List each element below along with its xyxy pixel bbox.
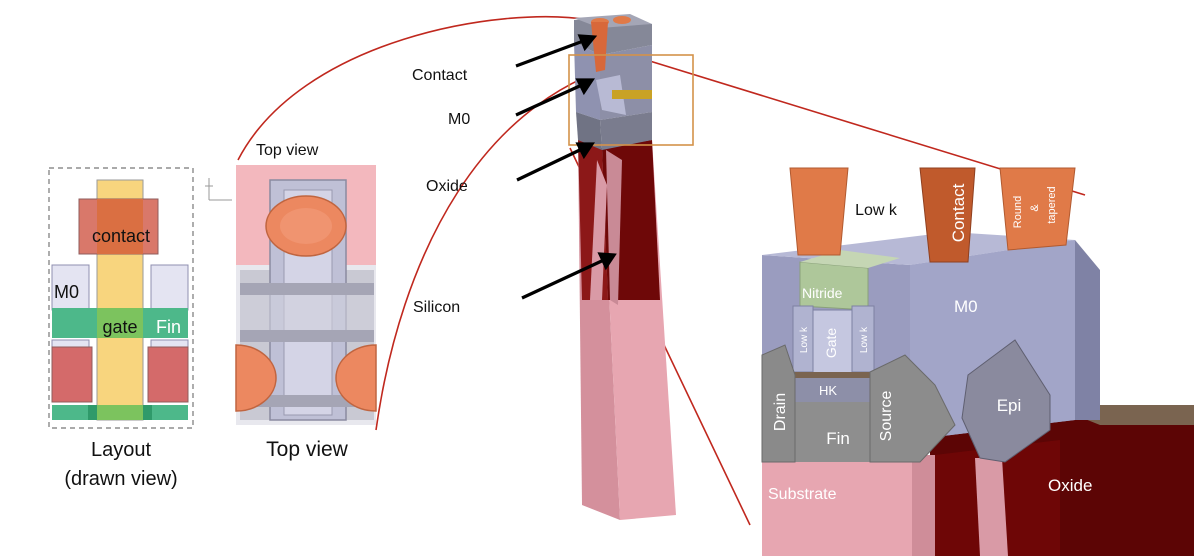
arrowhead-oxide: [575, 142, 595, 160]
topview-caption: Top view: [266, 438, 349, 461]
zoom-highlight-box: [568, 54, 694, 146]
topview-fin-line-1: [240, 283, 374, 295]
cs-drain: [761, 344, 796, 463]
topview-contact-left: [235, 344, 277, 412]
topview-panel: Top view Top view: [205, 142, 377, 461]
cs-label-gate: Gate: [823, 328, 839, 359]
cross-section: Low k Contact Round & tapered Nitride M0…: [761, 167, 1194, 556]
cs-label-drain: Drain: [772, 393, 789, 431]
fin-spacer-left: [88, 405, 97, 420]
column-m0-base-left: [576, 112, 602, 150]
cs-contact-round-tapered: [999, 167, 1076, 251]
cs-epi: [961, 339, 1051, 463]
arrowhead-m0: [575, 78, 595, 96]
topview-fin-line-2: [240, 330, 374, 342]
m0-right-top: [150, 264, 189, 311]
arrow-contact: [515, 38, 587, 68]
cs-contact-main: [919, 167, 976, 263]
label-silicon: Silicon: [413, 299, 460, 316]
arrowhead-silicon: [597, 252, 617, 271]
cs-label-low-k-top: Low k: [855, 202, 898, 219]
layout-gate-label: gate: [102, 317, 137, 337]
fin-spacer-right: [143, 405, 152, 420]
cs-contact-left: [789, 167, 849, 256]
cs-label-amp: &: [1029, 204, 1041, 212]
layout-dashed-border: [48, 167, 194, 429]
contact-left-bottom: [51, 346, 93, 403]
cs-label-oxide: Oxide: [1048, 476, 1092, 495]
arrowhead-contact: [577, 34, 598, 52]
topview-fin-line-3: [240, 395, 374, 407]
cs-label-hk: HK: [819, 383, 837, 398]
layout-caption-line2: (drawn view): [64, 468, 177, 490]
label-oxide: Oxide: [426, 178, 468, 195]
layout-m0-label: M0: [54, 282, 79, 302]
cs-label-low-k-right: Low k: [859, 326, 870, 353]
label-m0: M0: [448, 111, 470, 128]
column-m0-epi: [596, 75, 626, 115]
arrow-m0: [515, 82, 585, 117]
cs-source: [869, 354, 956, 463]
label-contact: Contact: [412, 67, 468, 84]
axis-indicator-icon: [205, 178, 232, 201]
cs-substrate-side: [912, 455, 935, 556]
cs-label-substrate: Substrate: [768, 486, 837, 503]
cs-label-low-k-left: Low k: [799, 326, 810, 353]
contact-gate-overlap: [97, 199, 143, 254]
cs-label-round: Round: [1012, 196, 1024, 228]
cs-silicon-fin-under-epi: [975, 458, 1008, 556]
topview-title: Top view: [256, 142, 319, 159]
column-contact-pillar: [591, 22, 608, 72]
column-annotations: Contact M0 Oxide Silicon: [412, 34, 617, 316]
topview-contact-top-inner: [280, 208, 332, 244]
column-gold-band: [612, 90, 652, 99]
column-contact-top-2: [613, 16, 631, 24]
gate-fin-overlap-bottom: [97, 405, 143, 420]
cs-label-m0: M0: [954, 297, 978, 316]
cs-label-tapered: tapered: [1046, 186, 1058, 223]
layout-fin-label: Fin: [156, 317, 181, 337]
m0-left-top: [51, 264, 90, 311]
cs-label-fin: Fin: [826, 429, 850, 448]
cs-substrate: [762, 455, 912, 556]
arrow-silicon: [521, 257, 607, 300]
arrow-oxide: [516, 146, 585, 182]
cs-label-nitride: Nitride: [802, 285, 843, 301]
connector-curve-upper: [237, 15, 591, 161]
layout-contact-label: contact: [92, 226, 150, 246]
layout-panel: contact M0 gate Fin Layout (drawn view): [48, 167, 194, 490]
cs-hk-interface: [790, 372, 876, 378]
cs-label-epi: Epi: [997, 396, 1022, 415]
topview-contact-right: [335, 344, 377, 412]
gate-fin-overlap-top: [97, 308, 143, 338]
cs-label-source: Source: [878, 391, 895, 442]
cs-hk: [790, 376, 876, 402]
layout-caption-line1: Layout: [91, 439, 151, 461]
cs-fin: [790, 402, 876, 462]
contact-right-bottom: [147, 346, 189, 403]
cs-label-contact: Contact: [949, 183, 968, 242]
column-silicon-fin-front: [606, 150, 622, 305]
cs-m0-right-side: [1075, 240, 1100, 420]
column-m0-base-front: [600, 112, 652, 150]
topview-fin-gap: [240, 295, 374, 330]
